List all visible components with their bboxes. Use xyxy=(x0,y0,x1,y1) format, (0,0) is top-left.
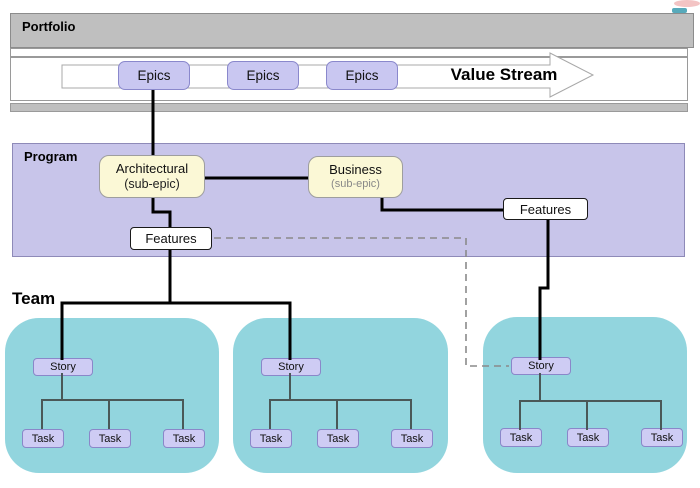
features-box-right: Features xyxy=(503,198,588,220)
task-box: Task xyxy=(500,428,542,447)
teal-dash-mark xyxy=(672,8,687,13)
pink-smudge-mark xyxy=(674,0,700,7)
epic-label: Epics xyxy=(345,68,379,83)
epic-label: Epics xyxy=(246,68,280,83)
program-label: Program xyxy=(24,149,78,164)
business-title: Business xyxy=(329,162,382,177)
story-box: Story xyxy=(261,358,321,376)
task-label: Task xyxy=(98,432,122,445)
architectural-title: Architectural xyxy=(115,160,189,176)
task-label: Task xyxy=(326,432,350,445)
task-box: Task xyxy=(391,429,433,448)
features-label: Features xyxy=(519,201,572,217)
task-label: Task xyxy=(400,432,424,445)
story-label: Story xyxy=(50,361,76,373)
architectural-subtitle: (sub-epic) xyxy=(124,176,180,191)
task-label: Task xyxy=(259,432,283,445)
thin-gray-band xyxy=(10,103,688,112)
epic-label: Epics xyxy=(137,68,171,83)
task-box: Task xyxy=(641,428,683,447)
team-label: Team xyxy=(12,289,56,308)
architectural-sub-epic-box: Architectural (sub-epic) xyxy=(99,155,205,198)
portfolio-label: Portfolio xyxy=(22,19,76,34)
story-box: Story xyxy=(511,357,571,375)
story-label: Story xyxy=(528,360,554,372)
story-label: Story xyxy=(278,361,304,373)
business-subtitle: (sub-epic) xyxy=(331,178,380,191)
task-label: Task xyxy=(650,431,674,444)
task-label: Task xyxy=(172,432,196,445)
task-label: Task xyxy=(31,432,55,445)
team-panel-3: Story Task Task Task xyxy=(483,317,687,473)
task-box: Task xyxy=(567,428,609,447)
task-box: Task xyxy=(89,429,131,448)
task-label: Task xyxy=(576,431,600,444)
task-box: Task xyxy=(163,429,205,448)
task-box: Task xyxy=(317,429,359,448)
task-box: Task xyxy=(250,429,292,448)
story-box: Story xyxy=(33,358,93,376)
features-label: Features xyxy=(145,231,197,246)
epic-box-1: Epics xyxy=(118,61,190,90)
features-box-left: Features xyxy=(130,227,212,250)
team-panel-2: Story Task Task Task xyxy=(233,318,448,473)
task-label: Task xyxy=(509,431,533,444)
stripe-band xyxy=(10,48,688,57)
value-stream-label: Value Stream xyxy=(450,65,558,84)
task-box: Task xyxy=(22,429,64,448)
team-panel-1: Story Task Task Task xyxy=(5,318,219,473)
epic-box-2: Epics xyxy=(227,61,299,90)
business-sub-epic-box: Business (sub-epic) xyxy=(308,156,403,198)
epic-box-3: Epics xyxy=(326,61,398,90)
portfolio-band: Portfolio xyxy=(10,13,694,48)
